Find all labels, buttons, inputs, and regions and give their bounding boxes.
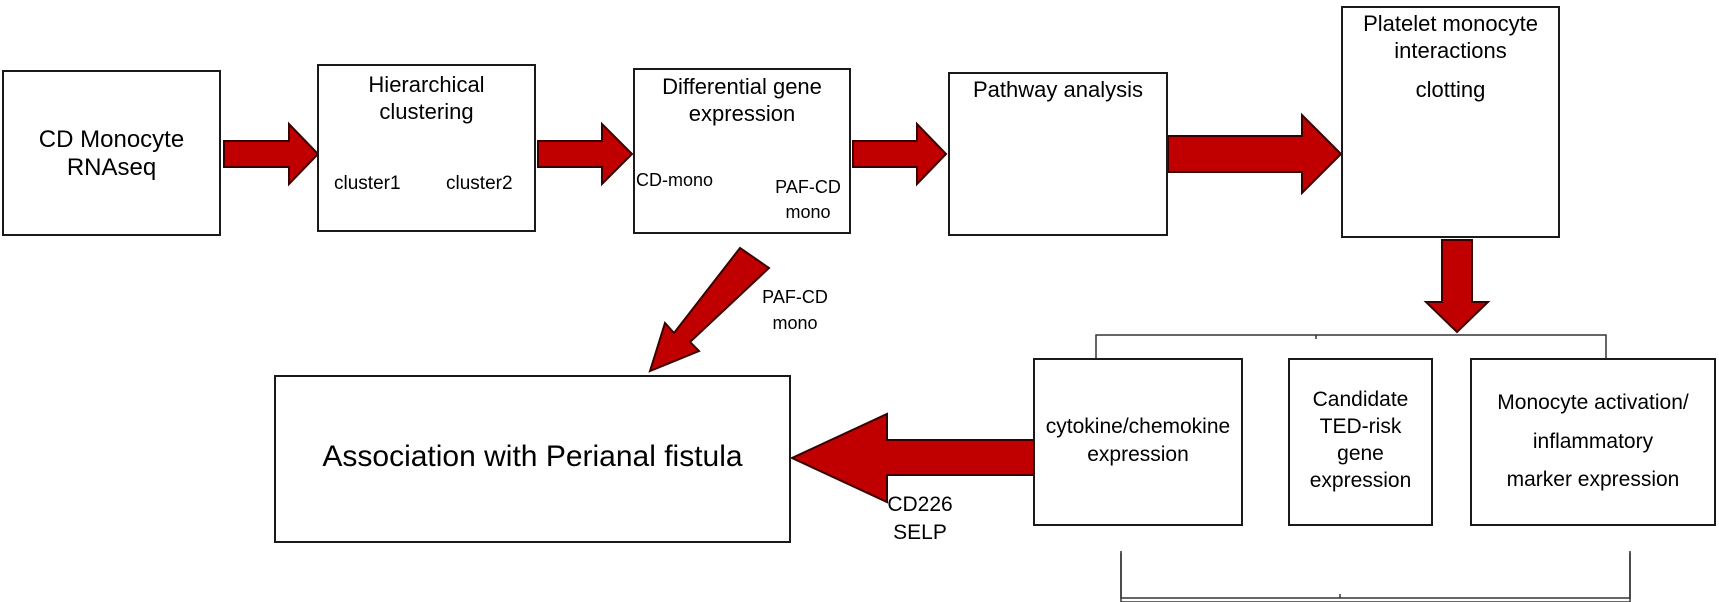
- activation-box: [1470, 358, 1716, 526]
- ted-line2: TED-risk: [1319, 415, 1402, 438]
- dge-title-1: Differential gene: [662, 74, 822, 99]
- ted-line1: Candidate: [1312, 388, 1409, 411]
- cytokine-line1: cytokine/chemokine: [1045, 415, 1231, 438]
- platelet-title-1: Platelet monocyte: [1363, 11, 1538, 36]
- rnaseq-line1: CD Monocyte: [38, 126, 185, 153]
- arrow-dge-to-association: [648, 246, 771, 373]
- clustering-box: [317, 64, 536, 232]
- association-box: [274, 375, 791, 543]
- cluster2-label: cluster2: [446, 173, 513, 196]
- dge-left-label: CD-mono: [636, 170, 714, 190]
- arrow-platelet-down: [1423, 239, 1491, 334]
- bottom-bracket-line: [1120, 553, 1631, 599]
- ted-box: [1288, 358, 1433, 526]
- rnaseq-box: [2, 70, 221, 236]
- association-label: Association with Perianal fistula: [322, 440, 743, 473]
- paf-edge-label-1: PAF-CD: [762, 287, 828, 307]
- arrow-markers-to-association: [789, 412, 1035, 504]
- activation-line3: marker expression: [1506, 468, 1680, 491]
- arrow-rnaseq-to-clustering: [223, 121, 320, 187]
- rnaseq-line2: RNAseq: [66, 154, 157, 181]
- ted-line4: expression: [1309, 469, 1412, 492]
- bottom-bracket: [1120, 551, 1631, 602]
- cluster1-label: cluster1: [334, 173, 401, 196]
- selp-label: SELP: [893, 521, 947, 544]
- clustering-title-1: Hierarchical: [368, 72, 485, 97]
- platelet-box: [1341, 6, 1560, 238]
- arrow-dge-to-pathway: [852, 121, 948, 187]
- cytokine-line2: expression: [1087, 443, 1189, 466]
- paf-edge-label-2: mono: [772, 313, 818, 333]
- arrow-pathway-to-platelet: [1167, 112, 1343, 196]
- ted-line3: gene: [1337, 442, 1384, 465]
- pathway-title: Pathway analysis: [973, 77, 1143, 102]
- platelet-subtitle: clotting: [1415, 77, 1486, 102]
- top-bracket: [1095, 334, 1607, 358]
- dge-right-label-1: PAF-CD: [775, 177, 841, 197]
- activation-line2: inflammatory: [1532, 430, 1654, 453]
- dge-title-2: expression: [688, 101, 796, 126]
- dge-box: [633, 68, 851, 234]
- pathway-box: [948, 72, 1168, 236]
- arrow-clustering-to-dge: [537, 121, 634, 187]
- platelet-title-2: interactions: [1394, 38, 1507, 63]
- clustering-title-2: clustering: [379, 99, 474, 124]
- activation-line1: Monocyte activation/: [1497, 391, 1689, 414]
- dge-right-label-2: mono: [785, 202, 831, 222]
- cd226-label: CD226: [887, 493, 953, 516]
- cytokine-box: [1033, 358, 1243, 526]
